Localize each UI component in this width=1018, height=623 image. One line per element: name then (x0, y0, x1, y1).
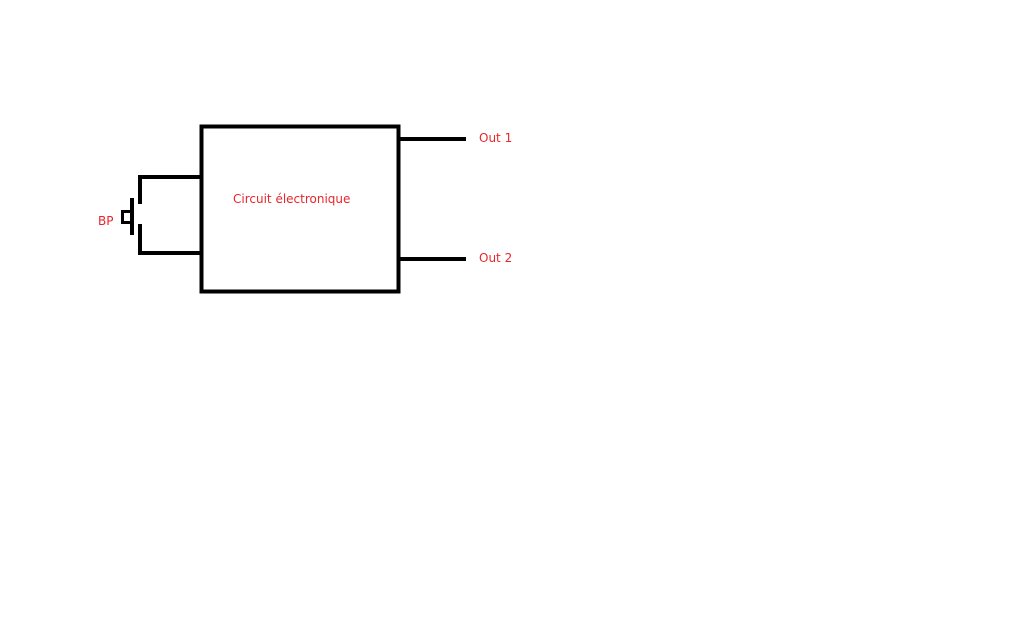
circuit-block-label: Circuit électronique (233, 192, 350, 206)
output-1-label: Out 1 (479, 131, 512, 145)
button-label: BP (98, 214, 113, 228)
output-2-label: Out 2 (479, 251, 512, 265)
button-plunger-head (121, 210, 133, 224)
circuit-block (199, 124, 401, 294)
